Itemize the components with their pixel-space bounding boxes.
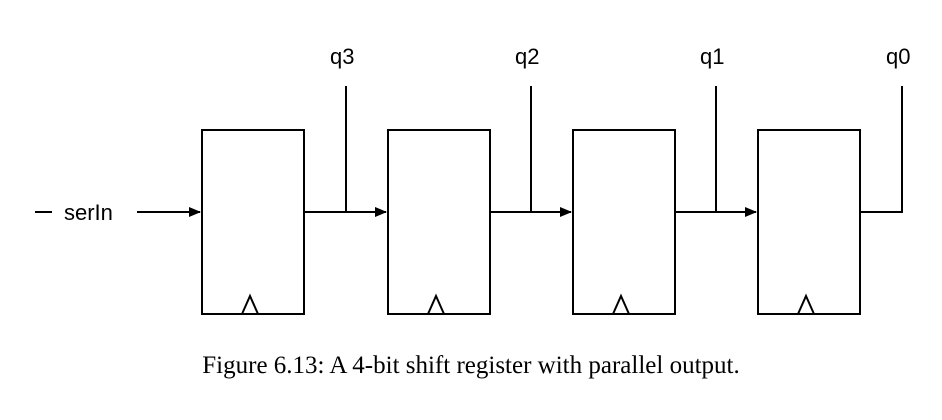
output-label-q1: q1: [700, 44, 724, 69]
clock-triangle-icon: [797, 293, 815, 315]
shift-register-diagram: serIn q3 q2 q1 q0: [35, 44, 910, 315]
figure-caption: Figure 6.13: A 4-bit shift register with…: [202, 352, 740, 379]
clock-triangle-icon: [241, 293, 259, 315]
clock-triangle-icon: [612, 293, 630, 315]
flip-flop-3: [572, 129, 676, 315]
output-label-q3: q3: [330, 44, 354, 69]
serial-input-label: serIn: [64, 200, 113, 225]
flip-flop-2: [387, 129, 491, 315]
flip-flop-4: [757, 129, 861, 315]
tap-q0: [860, 86, 903, 213]
clock-triangle-icon: [427, 293, 445, 315]
output-label-q0: q0: [886, 44, 910, 69]
flip-flop-1: [201, 129, 305, 315]
output-label-q2: q2: [515, 44, 539, 69]
